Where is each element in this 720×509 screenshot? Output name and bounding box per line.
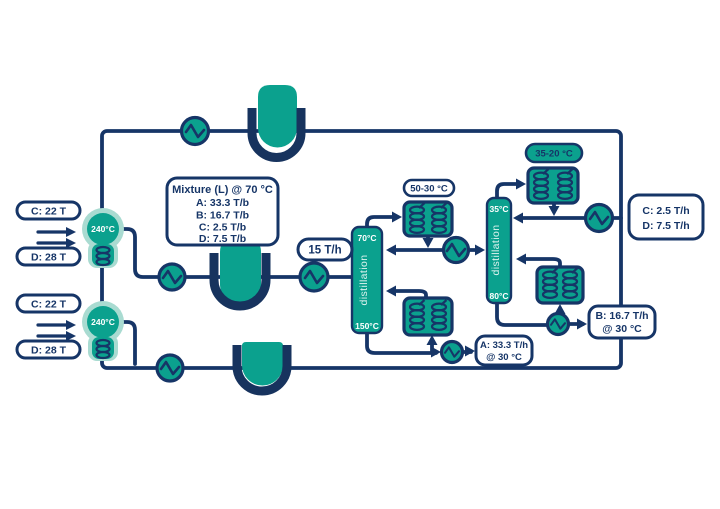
heat-exchanger-icon-productB [545, 311, 571, 337]
reactor2-temp-label: 240°C [91, 317, 115, 327]
reactor-2: 240°C [82, 301, 124, 361]
product-b-box: B: 16.7 T/h @ 30 °C [587, 304, 657, 340]
heat-exchanger-icon-feed2 [298, 261, 330, 293]
col1-bottom-temp: 150°C [355, 321, 379, 331]
recycle-cd-line2: D: 7.5 T/h [642, 220, 689, 232]
recycle-cd-box: C: 2.5 T/h D: 7.5 T/h [627, 193, 705, 241]
mixing-vessel [209, 240, 271, 311]
product-a-line2: @ 30 °C [486, 352, 522, 363]
condenser-1-coil-box [402, 200, 454, 238]
flow-arrowheads [386, 178, 587, 358]
condenser-1-range-pill: 50-30 °C [402, 178, 456, 198]
buffer-vessel-top [247, 85, 306, 162]
recycle-cd-line1: C: 2.5 T/h [642, 205, 689, 217]
feed-rate-label: 15 T/h [308, 245, 341, 257]
reboiler1-return-line [388, 289, 428, 299]
reactor1-outlet-line [116, 227, 355, 279]
heat-exchanger-icon-productA [439, 339, 465, 365]
reactor-1: 240°C [82, 208, 124, 268]
input-c1-pill: C: 22 T [15, 200, 82, 221]
reboiler2-return-line [519, 257, 562, 268]
distillation-column-2: 35°C distillation 80°C [485, 196, 513, 305]
col1-overhead-line [365, 215, 398, 232]
col2-bottoms-line [495, 301, 550, 327]
feed-rate-pill: 15 T/h [296, 237, 354, 262]
heat-exchanger-icon-distillate1 [441, 235, 471, 265]
heat-exchanger-icon-top [179, 115, 211, 147]
reactor1-temp-label: 240°C [91, 224, 115, 234]
col2-top-temp: 35°C [490, 204, 509, 214]
product-b-line2: @ 30 °C [602, 323, 642, 335]
mixture-line-c: C: 2.5 T/b [199, 222, 246, 234]
mixture-line-d: D: 7.5 T/b [199, 233, 246, 245]
input-d2-pill: D: 28 T [15, 339, 82, 360]
condenser-2-range-label: 35-20 °C [535, 149, 573, 160]
product-a-line1: A: 33.3 T/h [480, 340, 528, 351]
input-d2-label: D: 28 T [31, 345, 67, 357]
col2-overhead-line [495, 182, 522, 203]
mixture-info-box: Mixture (L) @ 70 °C A: 33.3 T/b B: 16.7 … [165, 176, 280, 247]
reboiler-2-coil-box [535, 265, 585, 305]
mixture-line-a: A: 33.3 T/b [196, 197, 249, 209]
reboiler-1-coil-box [402, 296, 454, 337]
input-d1-pill: D: 28 T [15, 246, 82, 267]
heat-exchanger-icon-bottom [155, 353, 185, 383]
col2-label: distillation [490, 225, 502, 276]
condenser-2-coil-box [526, 166, 580, 205]
product-a-box: A: 33.3 T/h @ 30 °C [474, 334, 534, 367]
condenser-1-range-label: 50-30 °C [410, 184, 448, 195]
distillation-column-1: 70°C distillation 150°C [350, 225, 384, 335]
input-d1-label: D: 28 T [31, 252, 67, 264]
col1-label: distillation [358, 255, 370, 306]
input-c1-label: C: 22 T [31, 206, 67, 218]
heat-exchanger-icon-feed1 [157, 262, 187, 292]
input-c2-label: C: 22 T [31, 299, 67, 311]
reactor2-outlet-line [116, 320, 137, 366]
mixture-title: Mixture (L) @ 70 °C [172, 184, 273, 196]
condenser-2-range-pill: 35-20 °C [524, 142, 584, 164]
col1-bottoms-line [365, 331, 438, 355]
col2-bottom-temp: 80°C [490, 291, 509, 301]
reactor1-feed-arrows [36, 227, 76, 248]
mixture-line-b: B: 16.7 T/b [196, 210, 249, 222]
col1-top-temp: 70°C [358, 233, 377, 243]
reactor2-feed-arrows [36, 320, 76, 341]
buffer-vessel-bottom [232, 342, 292, 396]
heat-exchanger-icon-recycle [583, 202, 615, 234]
product-b-line1: B: 16.7 T/h [595, 310, 648, 322]
input-c2-pill: C: 22 T [15, 293, 82, 314]
